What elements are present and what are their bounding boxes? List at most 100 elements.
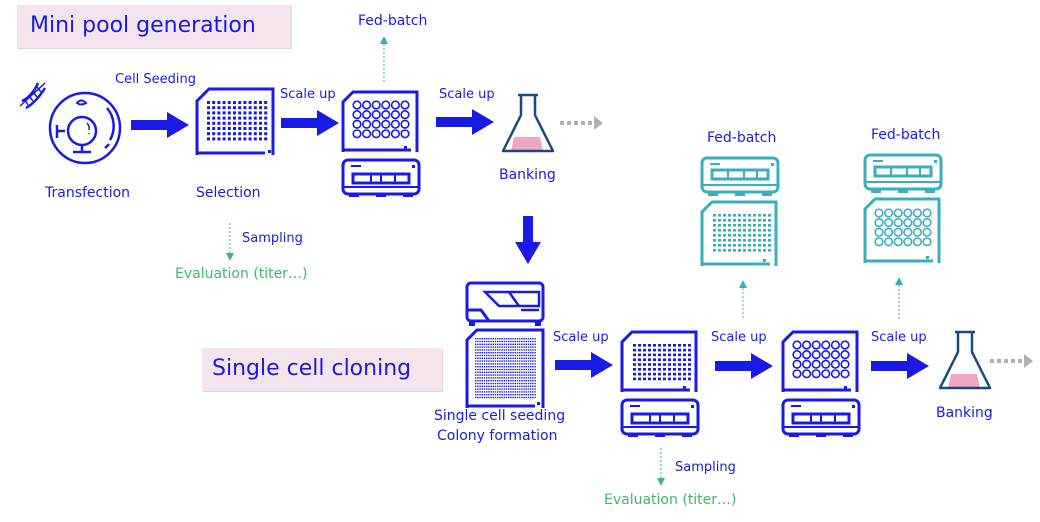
well-dot [207, 137, 210, 141]
well-dot [510, 360, 512, 362]
well-dot [477, 338, 479, 340]
well-dot [527, 394, 530, 396]
well-dot [479, 382, 481, 385]
well-dot [514, 396, 516, 399]
well-dot [501, 366, 503, 368]
flask-icon [938, 330, 992, 390]
well-dot [523, 394, 525, 396]
well-dot [523, 352, 525, 354]
well-dot [490, 366, 492, 368]
well-dot [510, 357, 512, 359]
well-dot [486, 377, 488, 379]
fed-batch-24-well-shaker-icon [863, 153, 943, 263]
well-dot [532, 371, 534, 373]
well-dot [494, 391, 497, 393]
well-dot [499, 377, 501, 379]
well-ring [874, 217, 884, 228]
well-dot [678, 353, 681, 357]
well-dot [217, 132, 221, 136]
well-dot [678, 363, 681, 366]
well-dot [483, 385, 486, 387]
well-dot [490, 371, 492, 373]
well-dot [477, 352, 479, 354]
well-ring [390, 129, 401, 139]
well-dot [483, 363, 486, 365]
well-dot [753, 214, 756, 217]
well-dot [519, 340, 521, 343]
well-dot [768, 214, 771, 217]
well-dot [248, 127, 252, 130]
well-dot [530, 377, 532, 379]
arrow-label-scale-up-sc1: Scale up [553, 330, 609, 345]
well-dot [768, 234, 771, 237]
well-dot [510, 377, 512, 379]
well-dot [510, 363, 512, 365]
well-dot [728, 244, 731, 247]
well-dot [521, 391, 523, 393]
well-dot [530, 380, 532, 382]
well-dot [516, 354, 519, 357]
well-dot [477, 380, 479, 382]
well-dot [510, 338, 512, 340]
well-dot [486, 388, 488, 390]
well-dot [658, 348, 661, 352]
well-dot [490, 360, 492, 362]
well-ring [884, 237, 894, 247]
well-dot [477, 371, 479, 373]
fed-batch-96-well-shaker-icon [700, 156, 780, 266]
well-dot [753, 244, 756, 247]
well-dot [227, 121, 231, 125]
well-ring [912, 227, 923, 237]
well-dot [481, 338, 483, 340]
well-dot [512, 371, 514, 373]
well-dot [499, 394, 501, 396]
well-dot [486, 394, 488, 396]
single-cell-dispenser-icon [465, 281, 545, 408]
evaluation-label-sc: Evaluation (titer…) [604, 492, 737, 508]
well-dot [512, 368, 514, 371]
well-dot [723, 249, 726, 252]
well-dot [492, 380, 494, 382]
well-dot [521, 396, 523, 399]
well-dot [477, 363, 479, 365]
well-dot [643, 344, 646, 347]
well-dot [499, 357, 501, 359]
well-dot [494, 349, 497, 351]
well-dot [516, 371, 519, 373]
well-dot [510, 380, 512, 382]
well-dot [483, 377, 486, 379]
well-dot [519, 394, 521, 396]
well-dot [534, 380, 536, 382]
well-dot [475, 366, 477, 368]
well-dot [253, 127, 257, 130]
well-dot [486, 396, 488, 399]
well-dot [499, 366, 501, 368]
well-dot [505, 382, 508, 385]
well-dot [259, 116, 262, 120]
well-dot [753, 249, 756, 252]
well-dot [516, 346, 519, 348]
well-dot [521, 346, 523, 348]
well-ring [390, 119, 401, 129]
well-dot [233, 106, 236, 110]
well-dot [505, 354, 508, 357]
well-dot [488, 354, 490, 357]
well-ring [830, 359, 841, 369]
well-dot [233, 121, 236, 125]
well-dot [508, 360, 510, 362]
well-dot [475, 388, 477, 390]
well-dot [523, 360, 525, 362]
well-dot [481, 343, 483, 345]
well-dot [477, 388, 479, 390]
well-dot [763, 249, 766, 252]
well-ring [352, 110, 362, 120]
well-dot [499, 363, 501, 365]
well-dot [501, 385, 503, 387]
well-dot [503, 374, 505, 376]
well-dot [653, 348, 656, 352]
well-dot [508, 346, 510, 348]
well-dot [488, 343, 490, 345]
well-dot [492, 371, 494, 373]
well-dot [212, 132, 216, 136]
well-dot [525, 385, 527, 387]
